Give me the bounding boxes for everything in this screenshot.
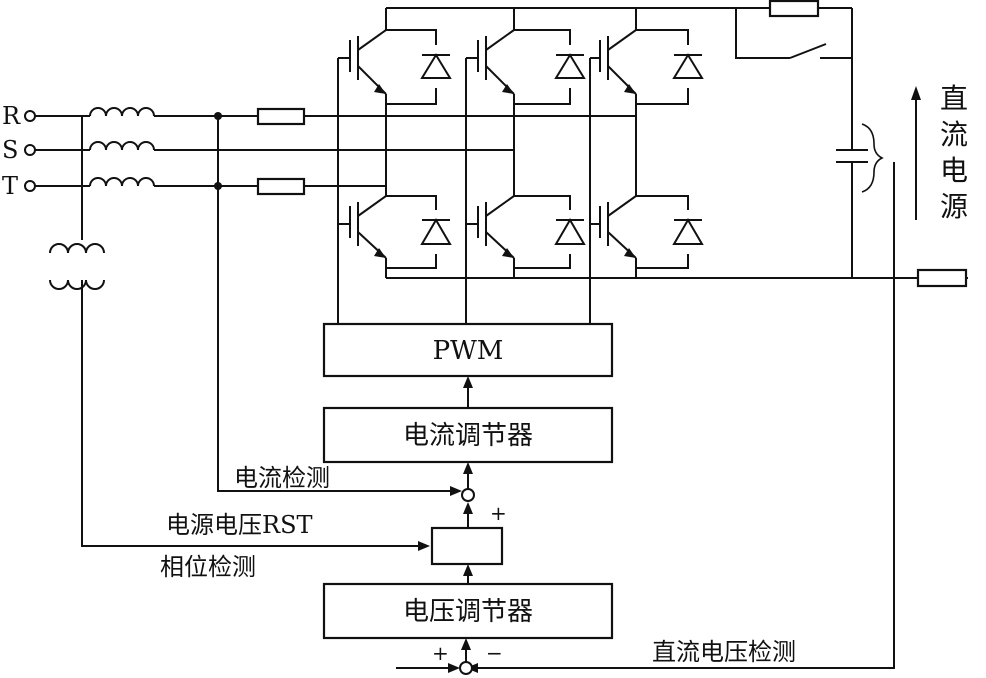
input-terminals: R S T [2, 102, 36, 200]
sign-minus-voltage: − [486, 641, 503, 665]
terminal-s [24, 144, 36, 156]
multiplier-block [430, 526, 504, 566]
diode-lower-3 [672, 218, 704, 245]
dc-capacitor [836, 58, 884, 278]
phase-transformer [49, 116, 430, 551]
dc-source-char-4: 源 [940, 190, 968, 223]
dc-voltage-detect-label: 直流电压检测 [652, 638, 796, 666]
diode-upper-3 [672, 53, 704, 79]
current-regulator-label: 电流调节器 [403, 421, 533, 451]
capacitor-brace [861, 123, 884, 193]
diode-upper-2 [554, 53, 586, 79]
phase-detect-label: 相位检测 [160, 553, 256, 581]
pwm-label: PWM [433, 336, 504, 366]
transformer-primary [49, 243, 105, 254]
terminal-s-label: S [2, 136, 18, 164]
dc-source-char-1: 直 [940, 82, 968, 115]
sign-plus-current: + [490, 501, 507, 525]
igbt-upper-3 [599, 29, 637, 95]
igbt-lower-3 [599, 195, 637, 259]
precharge-switch [789, 43, 827, 59]
voltage-regulator-block: 电压调节器 [322, 582, 614, 640]
diode-lower-2 [554, 218, 586, 245]
terminal-r [24, 110, 36, 122]
sign-plus-voltage: + [432, 641, 449, 665]
fuse-dc-output [916, 268, 968, 288]
summing-junction-voltage [459, 661, 473, 675]
inductor-t [89, 177, 155, 187]
terminal-r-label: R [2, 102, 21, 130]
current-detect-label: 电流检测 [234, 464, 330, 492]
supply-voltage-label: 电源电压RST [166, 511, 313, 539]
voltage-regulator-label: 电压调节器 [403, 597, 533, 627]
igbt-upper-1 [349, 29, 387, 95]
inductor-r [89, 107, 155, 117]
diode-lower-1 [420, 218, 452, 245]
bridge-leg-2 [465, 8, 586, 320]
pwm-block: PWM [322, 322, 614, 378]
precharge-resistor [768, 0, 820, 18]
igbt-upper-2 [477, 29, 515, 95]
terminal-t-label: T [2, 172, 18, 200]
diode-upper-1 [420, 53, 452, 79]
terminal-t [24, 180, 36, 192]
dc-source-indicator: 直 流 电 源 [911, 82, 968, 223]
bridge-leg-3 [589, 8, 704, 320]
summing-junction-current [461, 488, 475, 502]
igbt-lower-2 [477, 195, 515, 259]
fuse-t [256, 177, 306, 196]
bridge-leg-1 [337, 8, 452, 320]
current-detect-wire [217, 116, 462, 496]
precharge-circuit [735, 0, 853, 59]
igbt-bridge [337, 7, 968, 320]
fuse-r [256, 107, 306, 126]
dc-source-char-2: 流 [940, 118, 968, 151]
current-regulator-block: 电流调节器 [322, 406, 614, 464]
dc-voltage-feedback-wire [476, 162, 895, 669]
transformer-secondary [49, 279, 105, 290]
phase-lines [35, 107, 636, 196]
dc-source-char-3: 电 [940, 154, 968, 187]
igbt-lower-1 [349, 195, 387, 259]
inductor-s [89, 141, 155, 151]
